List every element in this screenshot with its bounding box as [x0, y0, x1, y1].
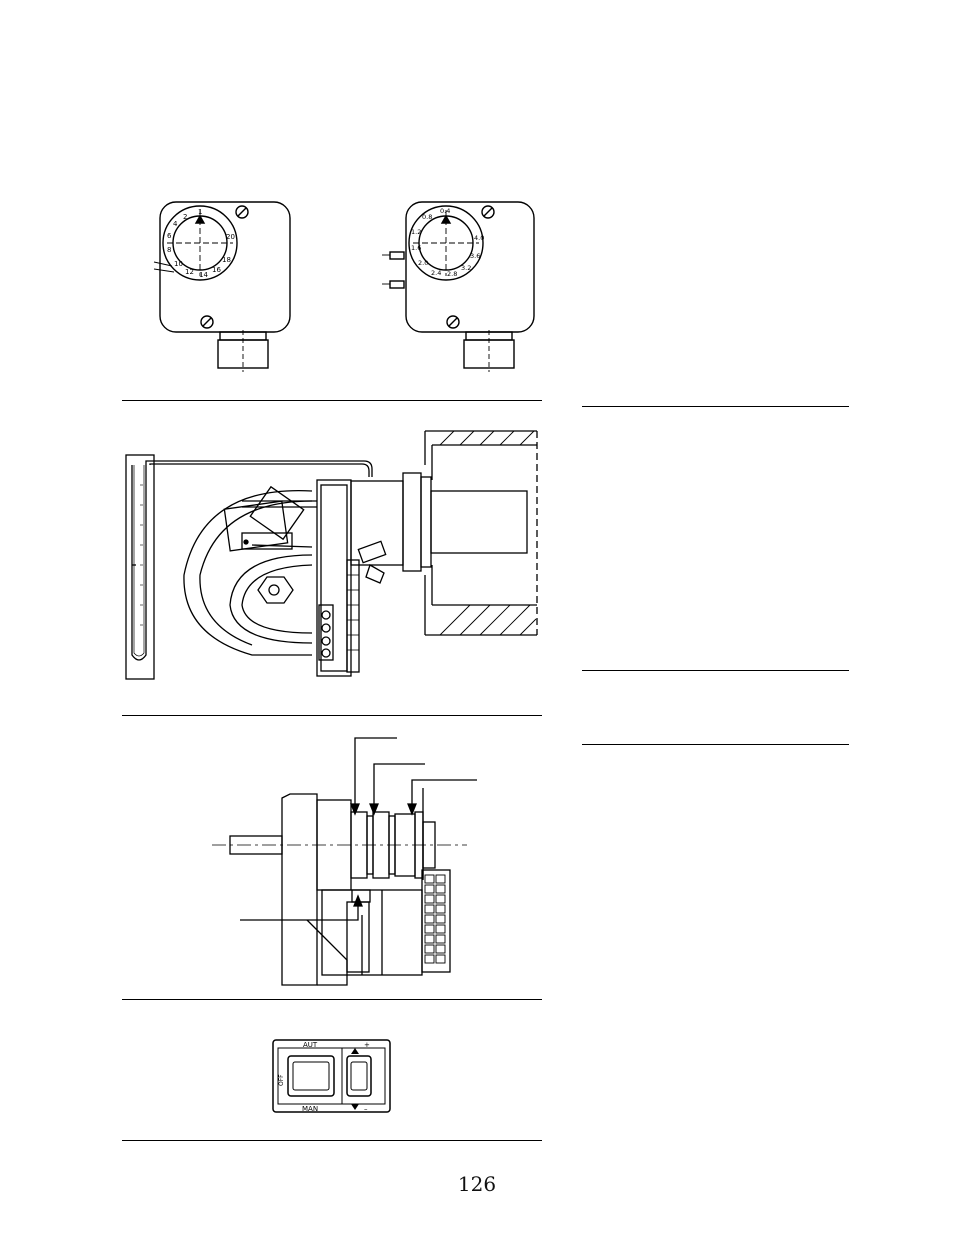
- burner-side-view-figure: [122, 730, 542, 995]
- left-dial-mark: 20: [226, 233, 235, 241]
- separator-rule: [122, 715, 542, 716]
- burner-flange: [316, 479, 352, 677]
- right-dial-mark: 1.6: [411, 244, 421, 252]
- right-dial-mark: 3.2: [461, 264, 471, 272]
- boiler-wall: [424, 430, 538, 636]
- combustion-head: [350, 788, 436, 880]
- left-dial-mark: 16: [212, 266, 221, 274]
- left-dial-mark: 2: [183, 213, 187, 221]
- separator-rule: [122, 400, 542, 401]
- left-dial-mark: 8: [167, 246, 171, 254]
- blast-tube: [350, 472, 528, 584]
- right-column-rule: [582, 406, 849, 407]
- u-tube-manometer: [125, 454, 373, 680]
- air-pressure-switch-left: [153, 201, 291, 372]
- burner-manometer-figure: [122, 425, 542, 685]
- switch-label-man: MAN: [302, 1105, 318, 1113]
- gas-pressure-switch-right: [382, 201, 535, 372]
- left-dial-mark: 10: [174, 260, 183, 268]
- switch-label-aut: AUT: [303, 1041, 318, 1049]
- right-dial-mark: 2.8: [447, 270, 457, 278]
- right-dial-mark: 0.8: [422, 213, 432, 221]
- right-dial-mark: 0.4: [440, 207, 450, 215]
- left-dial-mark: 6: [167, 232, 172, 240]
- servomotor: [223, 485, 313, 552]
- pressure-switches-figure: 1 2 4 6 8 10 12 14 16 18 20: [140, 190, 560, 380]
- increase-arrow-icon: [351, 1048, 359, 1054]
- separator-rule: [122, 999, 542, 1000]
- left-dial-mark: 12: [185, 268, 194, 276]
- burner-body: [281, 793, 423, 986]
- right-dial-mark: 1.2: [411, 228, 421, 236]
- connector-block: [346, 559, 360, 673]
- switch-label-minus: –: [364, 1105, 368, 1113]
- right-column-rule: [582, 744, 849, 745]
- right-dial-mark: 4.0: [474, 234, 484, 242]
- switch-label-plus: +: [364, 1041, 370, 1049]
- left-dial-mark: 1: [198, 208, 202, 216]
- right-dial-mark: 2.4: [431, 269, 441, 277]
- left-dial-mark: 4: [173, 220, 178, 228]
- control-switch-figure: AUT MAN OFF + –: [271, 1038, 393, 1116]
- page-number: 126: [457, 1172, 497, 1196]
- left-dial-mark: 18: [222, 256, 231, 264]
- right-dial-mark: 2.0: [418, 259, 428, 267]
- separator-rule: [122, 1140, 542, 1141]
- right-column-rule: [582, 670, 849, 671]
- indicator-arrows: [240, 737, 477, 921]
- decrease-arrow-icon: [351, 1104, 359, 1110]
- terminal-strip: [421, 869, 451, 973]
- fan-housing: [183, 489, 313, 656]
- right-dial-mark: 3.6: [470, 252, 480, 260]
- left-dial-mark: 14: [199, 271, 208, 279]
- switch-label-off: OFF: [278, 1074, 285, 1086]
